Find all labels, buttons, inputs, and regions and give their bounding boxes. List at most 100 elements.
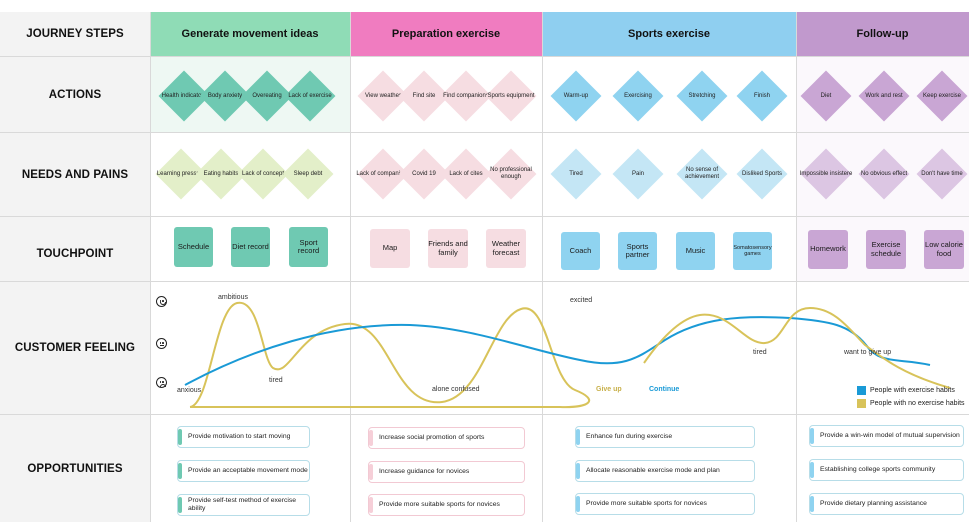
row-label-touchpoint: TOUCHPOINT <box>36 248 114 260</box>
grid-vline <box>350 12 351 522</box>
legend-swatch <box>857 399 866 408</box>
opportunity-card: Provide a win-win model of mutual superv… <box>809 425 964 447</box>
opportunity-text: Establishing college sports community <box>820 466 936 473</box>
row-label-needs-pains: NEEDS AND PAINS <box>21 168 129 181</box>
touchpoint-card: Low calorie food <box>924 230 964 269</box>
action-label: Overeating <box>252 92 282 99</box>
phase-header-preparation: Preparation exercise <box>391 28 501 40</box>
opportunity-card: Increase guidance for novices <box>368 461 525 483</box>
need-label: Sleep debt <box>293 170 323 177</box>
action-label: Sports equipment <box>487 92 535 99</box>
label-column-bg <box>0 12 150 522</box>
feeling-label-anxious: anxious <box>177 387 202 394</box>
action-label: Lack of exercise <box>288 92 332 99</box>
opportunity-card: Provide dietary planning assistance <box>809 493 964 515</box>
opportunity-accent <box>178 497 182 513</box>
action-label: View weather <box>365 92 401 99</box>
action-label: Warm-up <box>563 92 589 99</box>
opportunity-text: Provide an acceptable movement mode <box>188 467 308 474</box>
sad-face-icon <box>156 377 167 388</box>
phase-header-followup: Follow-up <box>856 28 909 40</box>
action-label: Find companions <box>443 92 489 99</box>
need-label: Pain <box>631 170 644 177</box>
need-label: Impossible insistere <box>799 170 853 177</box>
grid-hline <box>0 414 969 415</box>
need-label: Lack of cites <box>449 170 483 177</box>
action-label: Finish <box>753 92 770 99</box>
feeling-label-tired: tired <box>753 349 767 356</box>
touchpoint-card: Homework <box>808 230 848 269</box>
opportunity-accent <box>369 430 373 446</box>
phase-3-header-bg <box>542 12 796 56</box>
touchpoint-card: Music <box>676 232 715 270</box>
legend-swatch <box>857 386 866 395</box>
grid-vline <box>542 12 543 522</box>
grid-vline <box>796 12 797 522</box>
opportunity-card: Provide an acceptable movement mode <box>177 460 310 482</box>
feeling-label-give-up: Give up <box>596 386 622 393</box>
grid-hline <box>0 132 969 133</box>
opportunity-accent <box>369 464 373 480</box>
touchpoint-card: Schedule <box>174 227 213 267</box>
row-label-customer-feeling: CUSTOMER FEELING <box>14 342 136 354</box>
need-label: No sense of achievement <box>684 167 720 180</box>
touchpoint-card: Diet record <box>231 227 270 267</box>
touchpoint-card: Map <box>370 229 410 268</box>
touchpoint-card: Weather forecast <box>486 229 526 268</box>
action-label: Exercising <box>624 92 652 99</box>
opportunity-accent <box>576 429 580 445</box>
feeling-label-ambitious: ambitious <box>218 294 248 301</box>
touchpoint-card: Coach <box>561 232 600 270</box>
phase-header-generate: Generate movement ideas <box>181 28 319 40</box>
need-label: Covid 19 <box>412 170 436 177</box>
legend-item: People with exercise habits <box>857 386 955 395</box>
opportunity-accent <box>576 496 580 512</box>
row-label-opportunities: OPPORTUNITIES <box>27 462 123 475</box>
need-label: Lack of concept <box>241 170 285 177</box>
opportunity-text: Provide more suitable sports for novices <box>379 501 500 508</box>
opportunity-accent <box>810 496 814 512</box>
action-label: Keep exercise <box>922 92 962 99</box>
action-label: Find site <box>412 92 436 99</box>
no-habit-curve-tail <box>643 306 951 389</box>
opportunity-card: Provide motivation to start moving <box>177 426 310 448</box>
phase-2-header-bg <box>350 12 542 56</box>
need-label: Learning pressure <box>156 170 206 177</box>
phase-1-header-bg <box>150 12 350 56</box>
opportunity-accent <box>178 429 182 445</box>
action-label: Health indicators <box>161 92 207 99</box>
grid-hline <box>0 56 969 57</box>
opportunity-accent <box>369 497 373 513</box>
grid-hline <box>0 281 969 282</box>
legend-item: People with no exercise habits <box>857 399 965 408</box>
need-label: No obvious effect <box>860 170 908 177</box>
phase-header-sports: Sports exercise <box>628 28 710 40</box>
legend-label: People with exercise habits <box>870 387 955 394</box>
touchpoint-card: Sport record <box>289 227 328 267</box>
opportunity-card: Provide more suitable sports for novices <box>575 493 755 515</box>
opportunity-text: Increase social promotion of sports <box>379 434 485 441</box>
habit-curve <box>184 316 931 386</box>
feeling-label-excited: excited <box>570 297 593 304</box>
opportunity-accent <box>576 463 580 479</box>
touchpoint-card: Somatosensory games <box>733 232 772 270</box>
opportunity-text: Enhance fun during exercise <box>586 433 673 440</box>
opportunity-text: Provide dietary planning assistance <box>820 500 927 507</box>
need-label: Tired <box>569 170 583 177</box>
legend-label: People with no exercise habits <box>870 400 965 407</box>
action-label: Stretching <box>688 92 716 99</box>
touchpoint-card: Sports partner <box>618 232 657 270</box>
happy-face-icon <box>156 296 167 307</box>
opportunity-card: Provide self-test method of exercise abi… <box>177 494 310 516</box>
need-label: Lack of companions <box>356 170 410 177</box>
opportunity-text: Increase guidance for novices <box>379 468 470 475</box>
feeling-label-tired: tired <box>269 377 283 384</box>
need-label: Don't have time <box>921 170 963 177</box>
opportunity-card: Establishing college sports community <box>809 459 964 481</box>
opportunity-card: Increase social promotion of sports <box>368 427 525 449</box>
action-label: Body anxiety <box>207 92 243 99</box>
row-label-actions: ACTIONS <box>48 88 102 101</box>
feeling-label-want-to-give-up: want to give up <box>844 349 892 356</box>
feeling-label-alone-confused: alone confused <box>432 386 480 393</box>
opportunity-card: Allocate reasonable exercise mode and pl… <box>575 460 755 482</box>
